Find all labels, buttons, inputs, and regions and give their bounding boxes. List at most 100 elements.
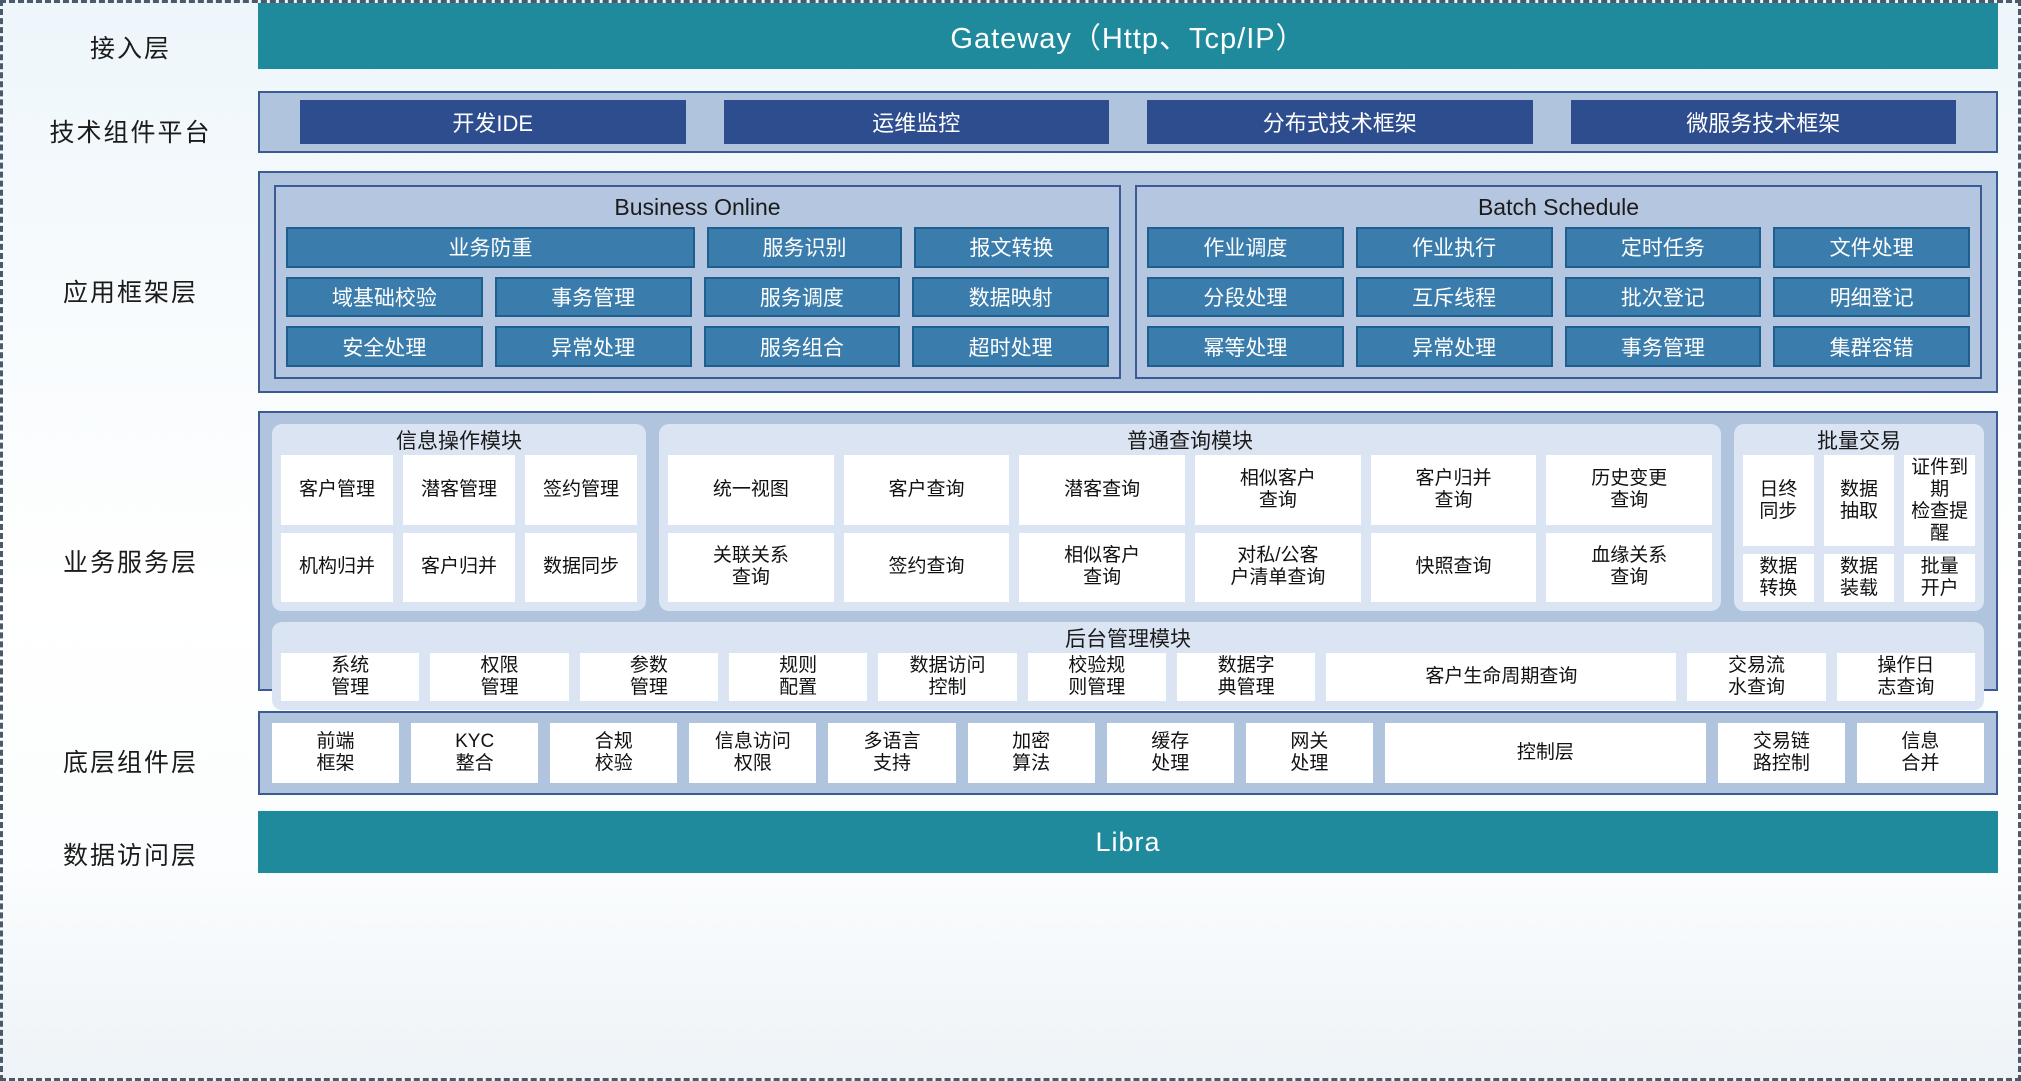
business-cell-2-1-1[interactable]: 数据装载: [1823, 554, 1895, 603]
business-cell-1-0-4[interactable]: 客户归并查询: [1370, 455, 1537, 525]
base-component-item-7[interactable]: 网关处理: [1245, 723, 1373, 783]
business-cell-1-1-0[interactable]: 关联关系查询: [668, 532, 834, 603]
business-cell-1-0-1[interactable]: 客户查询: [843, 455, 1010, 525]
tech-chip-1[interactable]: 运维监控: [723, 100, 1109, 144]
app-framework-cell-1-2-0[interactable]: 幂等处理: [1147, 326, 1344, 368]
app-framework-cell-0-2-0[interactable]: 安全处理: [286, 326, 483, 368]
layer-body-tech-platform: 开发IDE 运维监控分布式技术框架微服务技术框架: [258, 91, 1998, 171]
tech-chip-0[interactable]: 开发IDE: [300, 100, 686, 144]
admin-item-7[interactable]: 客户生命周期查询: [1326, 653, 1677, 701]
base-component-item-8[interactable]: 控制层: [1384, 723, 1706, 783]
business-cell-0-0-1[interactable]: 潜客管理: [403, 455, 515, 525]
business-cell-1-1-3[interactable]: 对私/公客户清单查询: [1195, 532, 1361, 603]
app-framework-cell-0-2-2[interactable]: 服务组合: [703, 326, 901, 368]
app-framework-cell-1-1-1[interactable]: 互斥线程: [1355, 276, 1553, 318]
app-framework-cell-0-2-1[interactable]: 异常处理: [494, 326, 692, 368]
business-panel-row-1-0: 统一视图客户查询潜客查询相似客户查询客户归并查询历史变更查询: [668, 455, 1713, 525]
business-cell-1-1-2[interactable]: 相似客户查询: [1019, 532, 1186, 603]
business-panel-rows-2: 日终同步数据抽取证件到期检查提醒数据转换数据装载批量开户: [1743, 455, 1976, 603]
business-cell-1-0-5[interactable]: 历史变更查询: [1546, 455, 1713, 525]
business-panel-row-2-1: 数据转换数据装载批量开户: [1743, 554, 1976, 603]
admin-item-8[interactable]: 交易流水查询: [1687, 653, 1826, 701]
business-panel-rows-1: 统一视图客户查询潜客查询相似客户查询客户归并查询历史变更查询关联关系查询签约查询…: [668, 455, 1713, 603]
business-cell-1-1-4[interactable]: 快照查询: [1370, 532, 1537, 603]
business-cell-2-0-2[interactable]: 证件到期检查提醒: [1904, 455, 1976, 547]
business-cell-2-1-2[interactable]: 批量开户: [1904, 554, 1976, 603]
tech-chip-2[interactable]: 分布式技术框架: [1147, 100, 1533, 144]
business-cell-0-1-2[interactable]: 数据同步: [525, 532, 637, 603]
app-framework-cell-1-1-2[interactable]: 批次登记: [1564, 276, 1762, 318]
app-framework-cell-1-2-3[interactable]: 集群容错: [1773, 326, 1970, 368]
app-framework-cell-1-2-2[interactable]: 事务管理: [1564, 326, 1762, 368]
app-framework-cell-1-1-0[interactable]: 分段处理: [1147, 276, 1344, 318]
app-framework-cell-1-2-1[interactable]: 异常处理: [1355, 326, 1553, 368]
business-cell-1-0-0[interactable]: 统一视图: [668, 455, 834, 525]
business-cell-2-1-0[interactable]: 数据转换: [1743, 554, 1814, 603]
base-component-item-4[interactable]: 多语言支持: [828, 723, 956, 783]
layer-data-access: 数据访问层 Libra: [3, 811, 2018, 897]
admin-module-panel: 后台管理模块 系统管理权限管理参数管理规则配置数据访问控制校验规则管理数据字典管…: [272, 622, 1984, 710]
layer-label-access: 接入层: [89, 35, 171, 63]
admin-item-9[interactable]: 操作日志查询: [1836, 653, 1975, 701]
admin-item-5[interactable]: 校验规则管理: [1027, 653, 1166, 701]
business-cell-0-1-1[interactable]: 客户归并: [403, 532, 515, 603]
business-panel-title-0: 信息操作模块: [396, 430, 522, 453]
app-framework-row-1-1: 分段处理互斥线程批次登记明细登记: [1147, 276, 1970, 318]
layer-label-tech-platform: 技术组件平台: [49, 119, 212, 147]
layer-label-app-framework: 应用框架层: [62, 279, 198, 307]
base-component-item-2[interactable]: 合规校验: [550, 723, 678, 783]
app-framework-cell-1-0-0[interactable]: 作业调度: [1147, 227, 1344, 268]
layer-body-access: Gateway（Http、Tcp/IP）: [258, 3, 1998, 91]
base-component-item-10[interactable]: 信息合并: [1856, 723, 1984, 783]
business-cell-1-1-1[interactable]: 签约查询: [843, 532, 1010, 603]
app-framework-grid-1: 作业调度作业执行定时任务文件处理分段处理互斥线程批次登记明细登记幂等处理异常处理…: [1147, 227, 1970, 368]
business-cell-0-1-0[interactable]: 机构归并: [281, 532, 393, 603]
base-component-item-5[interactable]: 加密算法: [967, 723, 1095, 783]
layer-access: 接入层 Gateway（Http、Tcp/IP）: [3, 3, 2018, 91]
app-framework-cell-0-0-1[interactable]: 服务识别: [706, 227, 902, 268]
tech-chip-container: 开发IDE 运维监控分布式技术框架微服务技术框架: [258, 91, 1998, 153]
business-panel-title-2: 批量交易: [1817, 430, 1901, 453]
business-cell-1-0-3[interactable]: 相似客户查询: [1195, 455, 1361, 525]
app-framework-cell-0-1-2[interactable]: 服务调度: [703, 276, 901, 318]
app-framework-cell-0-1-1[interactable]: 事务管理: [494, 276, 692, 318]
business-cell-2-0-1[interactable]: 数据抽取: [1823, 455, 1895, 547]
base-component-item-6[interactable]: 缓存处理: [1106, 723, 1234, 783]
business-cell-1-0-2[interactable]: 潜客查询: [1019, 455, 1186, 525]
business-panel-rows-0: 客户管理潜客管理签约管理机构归并客户归并数据同步: [281, 455, 637, 603]
base-component-item-3[interactable]: 信息访问权限: [689, 723, 817, 783]
app-framework-cell-1-0-3[interactable]: 文件处理: [1773, 227, 1970, 268]
app-framework-group-title-0: Business Online: [614, 194, 781, 220]
app-framework-cell-1-0-2[interactable]: 定时任务: [1564, 227, 1762, 268]
business-service-container: 信息操作模块客户管理潜客管理签约管理机构归并客户归并数据同步普通查询模块统一视图…: [258, 411, 1998, 710]
admin-item-1[interactable]: 权限管理: [430, 653, 569, 701]
admin-item-3[interactable]: 规则配置: [728, 653, 868, 701]
admin-item-2[interactable]: 参数管理: [579, 653, 718, 701]
base-component-item-0[interactable]: 前端框架: [272, 723, 400, 783]
admin-item-6[interactable]: 数据字典管理: [1176, 653, 1316, 701]
business-panel-2: 批量交易日终同步数据抽取证件到期检查提醒数据转换数据装载批量开户: [1734, 424, 1984, 612]
app-framework-cell-1-0-1[interactable]: 作业执行: [1355, 227, 1553, 268]
layer-label-business-service: 业务服务层: [62, 549, 198, 577]
tech-chip-3[interactable]: 微服务技术框架: [1570, 100, 1956, 144]
app-framework-cell-0-1-0[interactable]: 域基础校验: [286, 276, 483, 318]
business-cell-0-0-2[interactable]: 签约管理: [525, 455, 637, 525]
app-framework-cell-0-0-2[interactable]: 报文转换: [913, 227, 1109, 268]
business-panel-row-0-1: 机构归并客户归并数据同步: [281, 532, 637, 603]
admin-items-row: 系统管理权限管理参数管理规则配置数据访问控制校验规则管理数据字典管理客户生命周期…: [281, 653, 1975, 701]
base-component-item-9[interactable]: 交易链路控制: [1717, 723, 1845, 783]
app-framework-cell-0-0-0[interactable]: 业务防重: [286, 227, 695, 268]
admin-item-4[interactable]: 数据访问控制: [878, 653, 1017, 701]
business-cell-0-0-0[interactable]: 客户管理: [281, 455, 393, 525]
business-cell-1-1-5[interactable]: 血缘关系查询: [1546, 532, 1713, 603]
app-framework-cell-0-1-3[interactable]: 数据映射: [912, 276, 1109, 318]
app-framework-cell-1-1-3[interactable]: 明细登记: [1773, 276, 1970, 318]
admin-item-0[interactable]: 系统管理: [281, 653, 420, 701]
business-cell-2-0-0[interactable]: 日终同步: [1743, 455, 1814, 547]
app-framework-cell-0-2-3[interactable]: 超时处理: [912, 326, 1109, 368]
layer-label-base-component: 底层组件层: [62, 749, 198, 777]
